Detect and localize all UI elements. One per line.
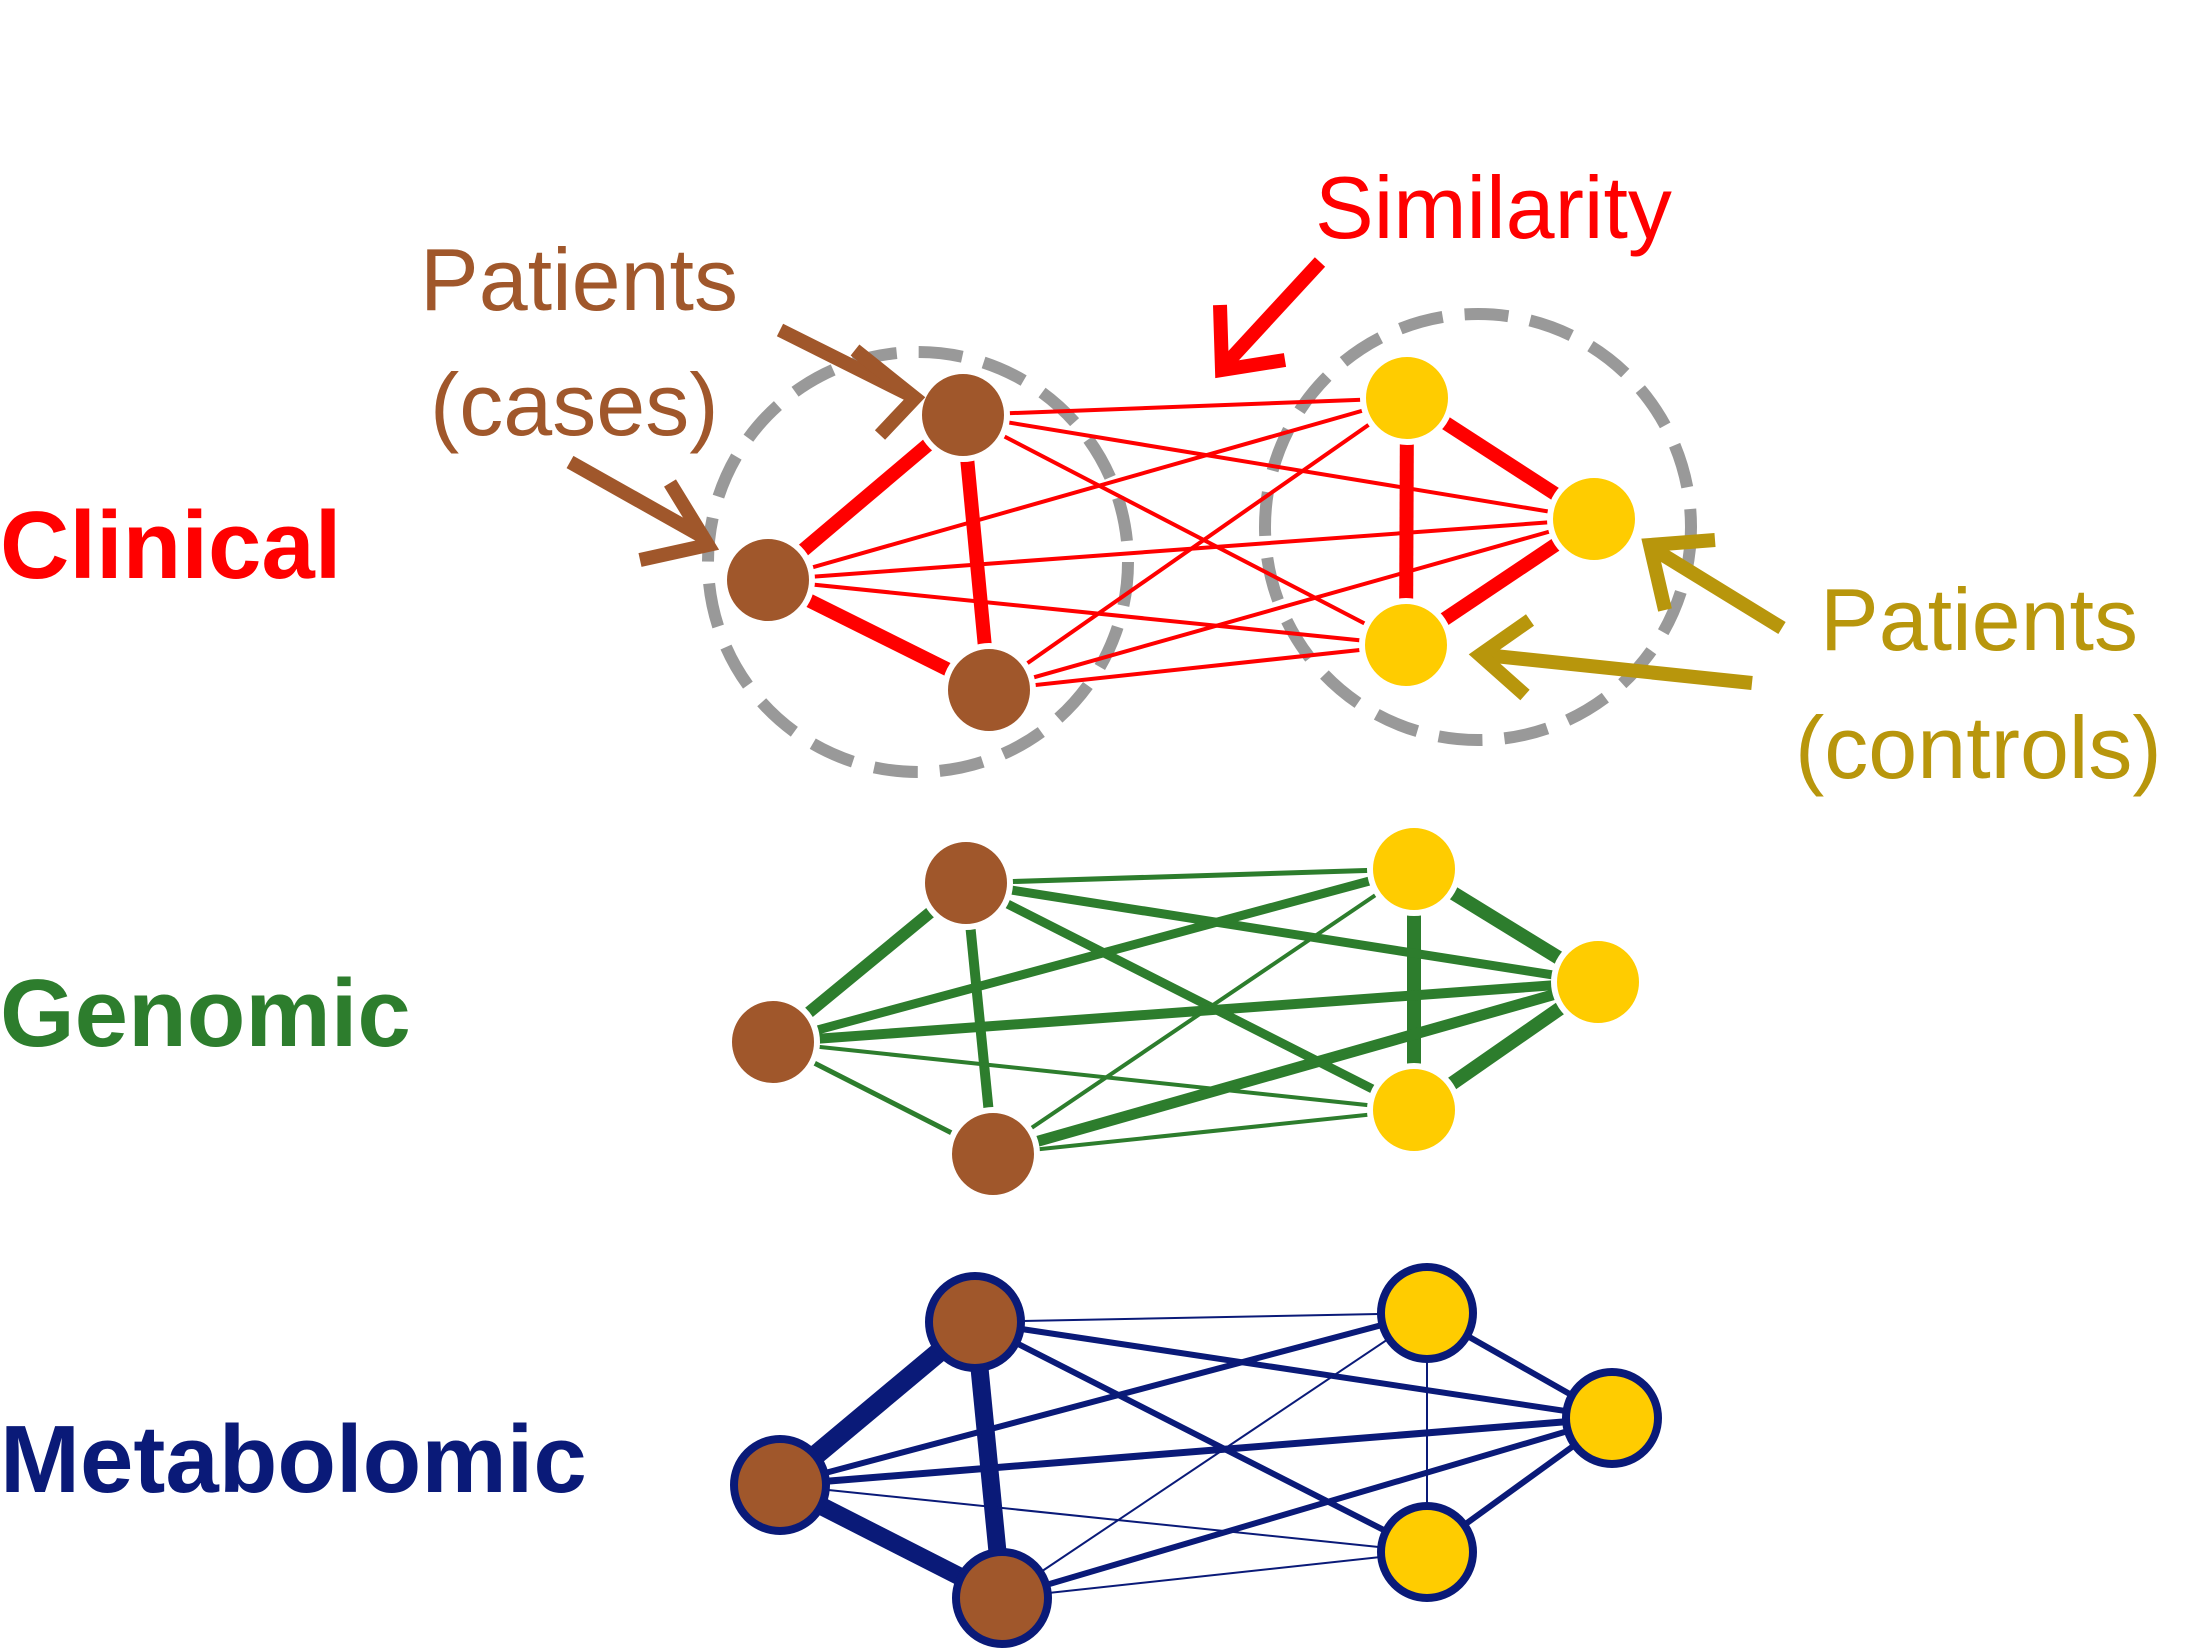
clinical-control-node — [1359, 598, 1453, 692]
cases-annotation-line2: (cases) — [430, 355, 719, 454]
clinical-control-node — [1547, 472, 1641, 566]
cases-annotation-line1: Patients — [420, 230, 738, 329]
clinical-similarity-edge — [988, 643, 1407, 692]
genomic-similarity-edge — [991, 976, 1600, 1160]
genomic-similarity-edge — [965, 866, 1415, 886]
genomic-similarity-edge — [771, 864, 1416, 1047]
clinical-case-node — [942, 643, 1036, 737]
controls-arrow-top — [1641, 533, 1786, 634]
genomic-similarity-edge — [963, 878, 1417, 1115]
clinical-similarity-edge — [962, 413, 1407, 647]
clinical-case-node — [916, 368, 1010, 462]
metabolomic-similarity-edge — [779, 1484, 1428, 1553]
genomic-control-node — [1367, 822, 1461, 916]
similarity-arrow — [1213, 257, 1326, 379]
controls-annotation-line2: (controls) — [1795, 698, 2162, 797]
metabolomic-similarity-edge — [974, 1319, 1613, 1421]
metabolomic-label: Metabolomic — [0, 1406, 587, 1513]
genomic-network — [726, 822, 1645, 1201]
metabolomic-similarity-edge — [974, 1312, 1428, 1323]
genomic-similarity-edge — [772, 977, 1599, 1047]
genomic-case-node — [726, 995, 820, 1089]
clinical-label: Clinical — [0, 492, 341, 599]
clinical-similarity-edge — [987, 396, 1409, 692]
genomic-case-node — [919, 836, 1013, 930]
clinical-similarity-edge — [767, 396, 1408, 582]
clinical-similarity-edge — [767, 517, 1595, 582]
controls-group-circle — [1259, 308, 1697, 746]
controls-annotation-line1: Patients — [1820, 570, 2138, 669]
clinical-network — [721, 351, 1641, 737]
cases-arrow-top — [776, 323, 926, 440]
metabolomic-control-node — [1377, 1502, 1477, 1602]
genomic-similarity-edge — [965, 878, 1599, 987]
clinical-similarity-edge — [767, 578, 1407, 647]
genomic-control-node — [1367, 1063, 1461, 1157]
genomic-case-node — [946, 1107, 1040, 1201]
clinical-case-node — [721, 533, 815, 627]
clinical-similarity-edge — [962, 396, 1408, 417]
metabolomic-case-node — [730, 1435, 830, 1535]
metabolomic-similarity-edge — [779, 1414, 1613, 1489]
metabolomic-control-node — [1562, 1368, 1662, 1468]
clinical-similarity-edge — [988, 517, 1595, 692]
metabolomic-control-node — [1377, 1263, 1477, 1363]
genomic-similarity-edge — [991, 867, 1416, 1156]
genomic-similarity-edge — [772, 1040, 1415, 1112]
metabolomic-similarity-edge — [1001, 1312, 1428, 1599]
cases-group-circle — [702, 346, 1134, 778]
cases-arrow-left — [566, 455, 720, 567]
metabolomic-case-node — [925, 1272, 1025, 1372]
clinical-control-node — [1360, 351, 1454, 445]
metabolomic-similarity-edge — [1001, 1551, 1428, 1599]
similarity-annotation: Similarity — [1315, 158, 1672, 257]
controls-arrow-bottom — [1468, 614, 1753, 701]
metabolomic-case-node — [952, 1548, 1052, 1648]
metabolomic-similarity-edge — [973, 1319, 1429, 1555]
clinical-similarity-edge — [962, 413, 1595, 521]
genomic-label: Genomic — [0, 960, 411, 1067]
metabolomic-similarity-edge — [779, 1310, 1428, 1488]
genomic-control-node — [1551, 935, 1645, 1029]
metabolomic-network — [730, 1263, 1662, 1648]
metabolomic-similarity-edge — [1001, 1415, 1613, 1601]
genomic-similarity-edge — [992, 1108, 1415, 1156]
